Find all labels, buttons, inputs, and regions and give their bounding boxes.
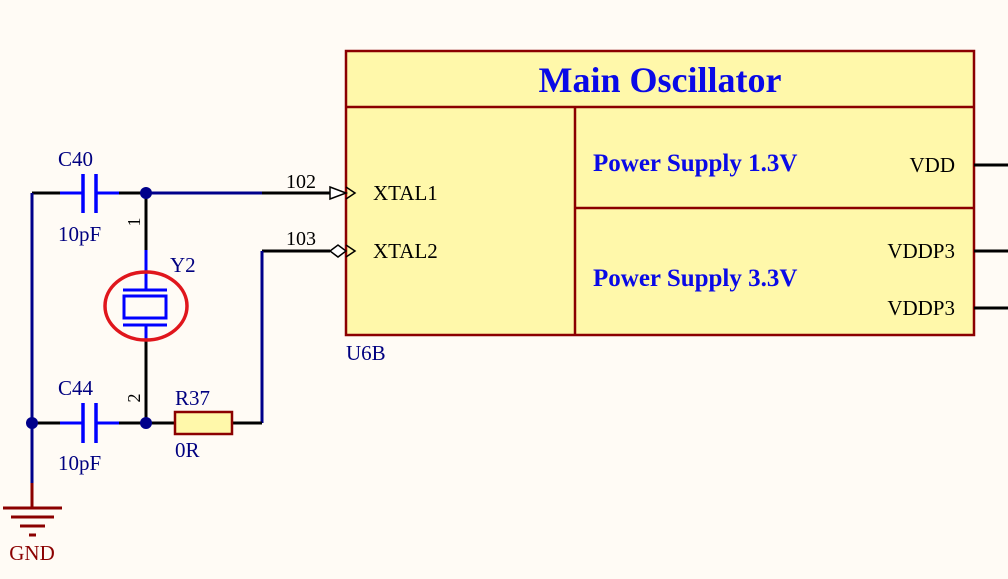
c44-value: 10pF	[58, 451, 101, 475]
capacitor-c40[interactable]: C40 10pF	[58, 147, 119, 246]
capacitor-c44[interactable]: C44 10pF	[58, 376, 119, 475]
pin-label-vdd: VDD	[910, 153, 956, 177]
pin-label-vddp3-a: VDDP3	[887, 239, 955, 263]
xtal2-pin-marker-icon	[345, 244, 357, 258]
wires	[30, 191, 330, 508]
pin-label-vddp3-b: VDDP3	[887, 296, 955, 320]
section-label-1v3: Power Supply 1.3V	[593, 150, 797, 177]
y2-designator: Y2	[170, 253, 196, 277]
crystal-y2[interactable]: Y2 1 2	[103, 218, 196, 403]
net-label-102: 102	[286, 171, 316, 193]
resistor-r37[interactable]: R37 0R	[173, 386, 234, 462]
xtal1-input-arrow-icon	[329, 185, 349, 201]
c44-designator: C44	[58, 376, 94, 400]
oscillator-block-u6b[interactable]: Main Oscillator Power Supply 1.3V Power …	[344, 49, 976, 365]
block-outline	[344, 49, 976, 337]
pin-label-xtal1: XTAL1	[373, 181, 438, 205]
block-designator: U6B	[346, 341, 386, 365]
r37-designator: R37	[175, 386, 210, 410]
y2-pin2-label: 2	[124, 394, 144, 403]
r37-value: 0R	[175, 438, 200, 462]
xtal2-bidir-arrow-icon	[328, 244, 348, 258]
y2-crystal-body	[122, 294, 168, 320]
y2-pin1-label: 1	[124, 218, 144, 227]
c40-value: 10pF	[58, 222, 101, 246]
block-title: Main Oscillator	[539, 60, 782, 100]
xtal1-pin-marker-icon	[345, 186, 357, 200]
section-label-3v3: Power Supply 3.3V	[593, 265, 797, 292]
junction-dot	[140, 187, 152, 199]
c40-designator: C40	[58, 147, 93, 171]
highlight-circle	[103, 270, 189, 342]
junction-dot	[140, 417, 152, 429]
pin-label-xtal2: XTAL2	[373, 239, 438, 263]
junction-dot	[26, 417, 38, 429]
gnd-label: GND	[9, 541, 55, 565]
gnd-symbol[interactable]: GND	[3, 506, 62, 565]
net-label-103: 103	[286, 228, 316, 250]
r37-body	[173, 410, 234, 436]
